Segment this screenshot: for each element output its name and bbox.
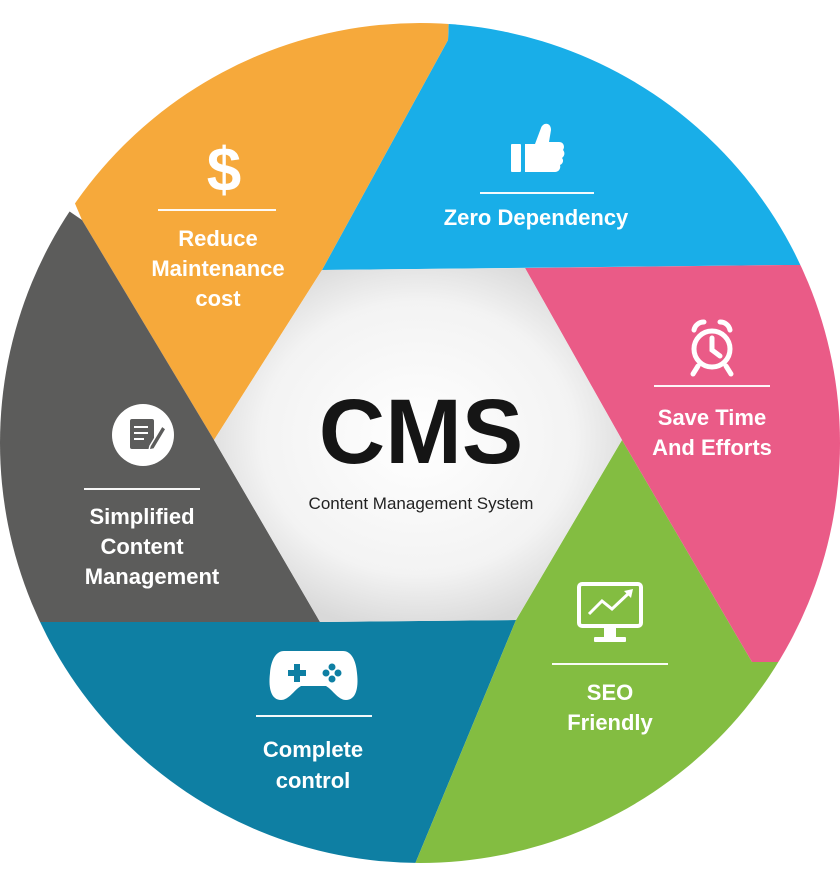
label-seo-friendly: SEO Friendly (567, 680, 653, 735)
label-line: SEO (587, 680, 633, 705)
label-line: And Efforts (652, 435, 772, 460)
label-zero-dependency: Zero Dependency (444, 205, 629, 230)
label-line: cost (195, 286, 241, 311)
label-line: Zero Dependency (444, 205, 629, 230)
thumbs-up-icon (511, 123, 565, 172)
label-line: Content (100, 534, 184, 559)
cms-subtitle: Content Management System (309, 494, 534, 513)
document-edit-icon (112, 404, 174, 466)
gamepad-icon (269, 651, 358, 700)
label-save-time: Save Time And Efforts (652, 405, 772, 460)
segment-save-time (525, 265, 840, 662)
label-complete-control: Complete control (263, 737, 363, 793)
segment-simplified-content (0, 150, 320, 622)
label-line: Simplified (89, 504, 194, 529)
label-line: Friendly (567, 710, 653, 735)
label-line: Reduce (178, 226, 257, 251)
monitor-chart-icon (577, 582, 643, 642)
label-simplified-content: Simplified Content Management (85, 504, 220, 589)
label-line: Save Time (658, 405, 766, 430)
separator-lines (84, 192, 770, 717)
label-reduce-maintenance: Reduce Maintenance cost (151, 226, 284, 311)
label-line: control (276, 768, 351, 793)
alarm-clock-icon (690, 319, 734, 377)
label-line: Maintenance (151, 256, 284, 281)
label-line: Complete (263, 737, 363, 762)
svg-text:$: $ (207, 136, 241, 205)
label-line: Management (85, 564, 220, 589)
dollar-icon: $ (207, 136, 241, 205)
cms-title: CMS (319, 381, 523, 483)
center-hexagon (214, 268, 622, 622)
